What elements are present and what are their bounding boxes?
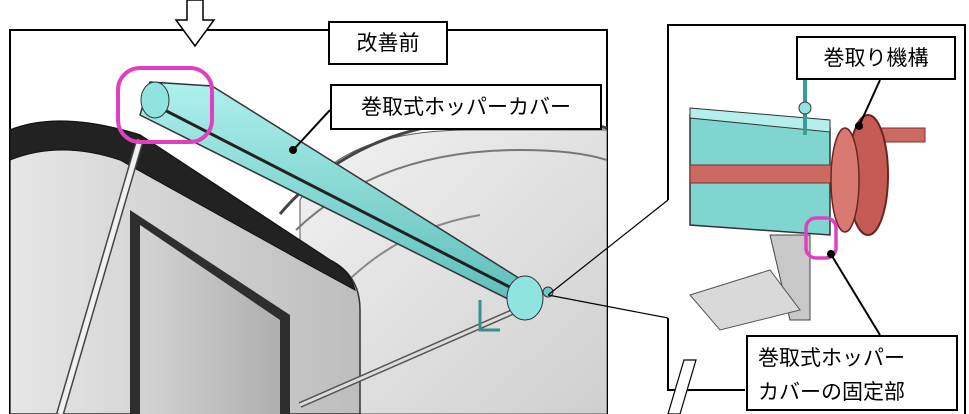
highlight-fixing-part: [804, 216, 838, 260]
break-marker: [667, 359, 697, 414]
detail-winding-shaft: [689, 164, 851, 184]
fixing-label-leader: [831, 255, 881, 336]
detail-winding-plate: [830, 127, 860, 233]
cover-label-leader: [294, 109, 331, 149]
roll-cover-end-right: [506, 275, 544, 321]
cover-label-dot: [289, 146, 297, 154]
hopper-rim: [10, 120, 356, 291]
winding-mechanism-label: 巻取り機構: [796, 36, 956, 80]
cover-fixing-part-label: 巻取式ホッパー カバーの固定部: [746, 335, 958, 411]
detail-cover-top: [689, 107, 831, 133]
detail-cover-bolt: [798, 101, 812, 115]
callout-line-top: [547, 199, 669, 296]
detail-base: [689, 269, 801, 331]
hopper-inner: [140, 225, 280, 414]
mechanism-label-dot: [855, 122, 863, 130]
cover-fixing-part-line2: カバーの固定部: [758, 380, 905, 404]
roll-cover-end-left: [140, 81, 170, 119]
highlight-winding-end: [116, 66, 214, 144]
callout-line-bottom: [547, 294, 669, 319]
fixing-label-dot: [827, 250, 835, 258]
support-rod-1-highlight: [57, 139, 143, 414]
mechanism-label-leader: [859, 79, 881, 125]
roll-hopper-cover-label: 巻取式ホッパーカバー: [330, 84, 602, 130]
detail-panel: [667, 24, 966, 414]
down-arrow-icon: [174, 0, 216, 48]
detail-panel-frame: [667, 24, 966, 414]
before-improvement-label: 改善前: [328, 21, 448, 65]
roll-cover-knob: [542, 286, 554, 298]
support-rod-2-highlight: [299, 298, 541, 407]
cover-fixing-part-line1: 巻取式ホッパー: [758, 346, 905, 370]
roll-cover-bracket: [478, 300, 500, 332]
